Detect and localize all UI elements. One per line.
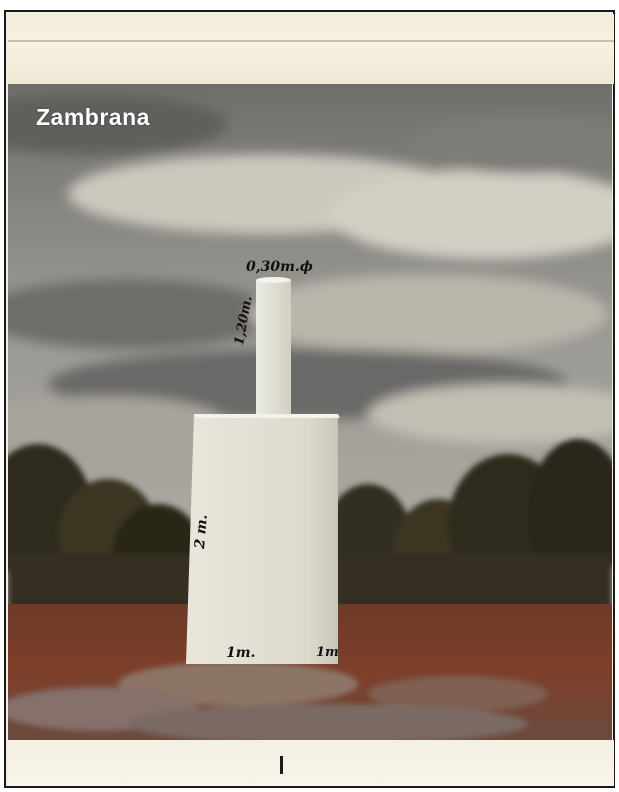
monument-base bbox=[186, 414, 338, 664]
monument-column bbox=[256, 280, 291, 414]
bottom-strip bbox=[8, 740, 614, 786]
olive-trees bbox=[8, 439, 612, 614]
base-width-label: 1m. bbox=[226, 645, 256, 661]
landmark-photo bbox=[8, 84, 612, 740]
film-tick-mark bbox=[280, 756, 283, 774]
base-depth-label: 1m bbox=[316, 645, 339, 660]
top-rule bbox=[8, 40, 614, 42]
base-height-label: 2 m. bbox=[192, 513, 211, 550]
top-diameter-label: 0,30m.ϕ bbox=[246, 259, 313, 275]
monument bbox=[186, 277, 340, 664]
photo-caption: Zambrana bbox=[36, 104, 150, 130]
stones bbox=[8, 662, 548, 740]
clouds bbox=[8, 94, 612, 452]
top-strip bbox=[8, 14, 614, 84]
